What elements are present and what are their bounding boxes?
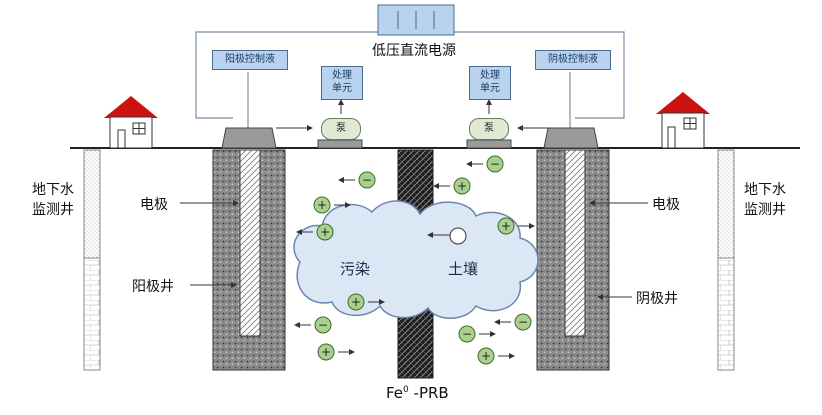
processing-unit-right-line2: 单元 (480, 83, 500, 94)
cation-icon (477, 347, 495, 365)
prb-label-main: Fe (386, 384, 404, 402)
cation-sign: + (457, 179, 467, 193)
anion-sign: − (462, 327, 472, 341)
anion-sign: − (518, 315, 528, 329)
cathode-well-label: 阴极井 (636, 291, 678, 307)
anode-well (212, 127, 286, 371)
electrode-left-label: 电极 (140, 197, 168, 213)
anion-sign: − (318, 318, 328, 332)
processing-unit-left-line2: 单元 (332, 83, 352, 94)
anion-icon (514, 313, 532, 331)
cation-icon (317, 343, 335, 361)
power-supply-box (377, 4, 455, 36)
anion-sign: − (362, 173, 372, 187)
monitor-well-left-line2: 监测井 (32, 202, 74, 218)
cation-sign: + (351, 295, 361, 309)
pump-right: 泵 (469, 118, 509, 140)
cation-icon (497, 217, 515, 235)
monitoring-well-right (717, 149, 735, 371)
ions: −+−++++−+−−+ (294, 155, 535, 365)
cathode-control-label: 阴极控制液 (548, 54, 598, 65)
cation-sign: + (501, 219, 511, 233)
anion-icon (486, 155, 504, 173)
processing-unit-right: 处理 单元 (469, 66, 511, 100)
monitor-well-left-line1: 地下水 (32, 182, 74, 198)
anion-icon (314, 316, 332, 334)
cation-icon (316, 223, 334, 241)
cation-sign: + (481, 349, 491, 363)
prb-label-suffix: -PRB (408, 384, 449, 402)
cathode-control-box: 阴极控制液 (535, 50, 611, 70)
prb-label: Fe0 -PRB (386, 384, 449, 402)
prb-label-sup: 0 (403, 385, 409, 395)
cation-icon (347, 293, 365, 311)
cation-sign: + (321, 345, 331, 359)
cation-icon (453, 177, 471, 195)
anode-control-label: 阳极控制液 (225, 54, 275, 65)
monitoring-well-left (83, 149, 101, 371)
pump-left: 泵 (321, 118, 361, 140)
pollution-label: 污染 (340, 260, 371, 278)
monitor-well-right-label: 地下水 监测井 (744, 180, 786, 220)
anion-icon (358, 171, 376, 189)
processing-unit-left: 处理 单元 (321, 66, 363, 100)
pore-circle (449, 227, 467, 245)
processing-unit-left-line1: 处理 (332, 70, 352, 81)
electrode-right-label: 电极 (652, 197, 680, 213)
anion-sign: − (490, 157, 500, 171)
monitor-well-right-line2: 监测井 (744, 202, 786, 218)
contamination-cloud (293, 200, 539, 319)
cation-icon (313, 196, 331, 214)
power-supply-label: 低压直流电源 (372, 43, 456, 59)
monitor-well-left-label: 地下水 监测井 (32, 180, 74, 220)
anode-control-box: 阳极控制液 (212, 50, 288, 70)
cathode-well (536, 127, 610, 371)
cation-sign: + (320, 225, 330, 239)
soil-label: 土壤 (448, 260, 479, 278)
anion-icon (458, 325, 476, 343)
house-right (656, 92, 710, 149)
cation-sign: + (317, 198, 327, 212)
house-left (104, 96, 158, 149)
wiring (195, 31, 625, 128)
processing-unit-right-line1: 处理 (480, 70, 500, 81)
pump-base-right (466, 139, 512, 149)
anode-well-label: 阳极井 (132, 279, 174, 295)
monitor-well-right-line1: 地下水 (744, 182, 786, 198)
pump-base-left (317, 139, 363, 149)
